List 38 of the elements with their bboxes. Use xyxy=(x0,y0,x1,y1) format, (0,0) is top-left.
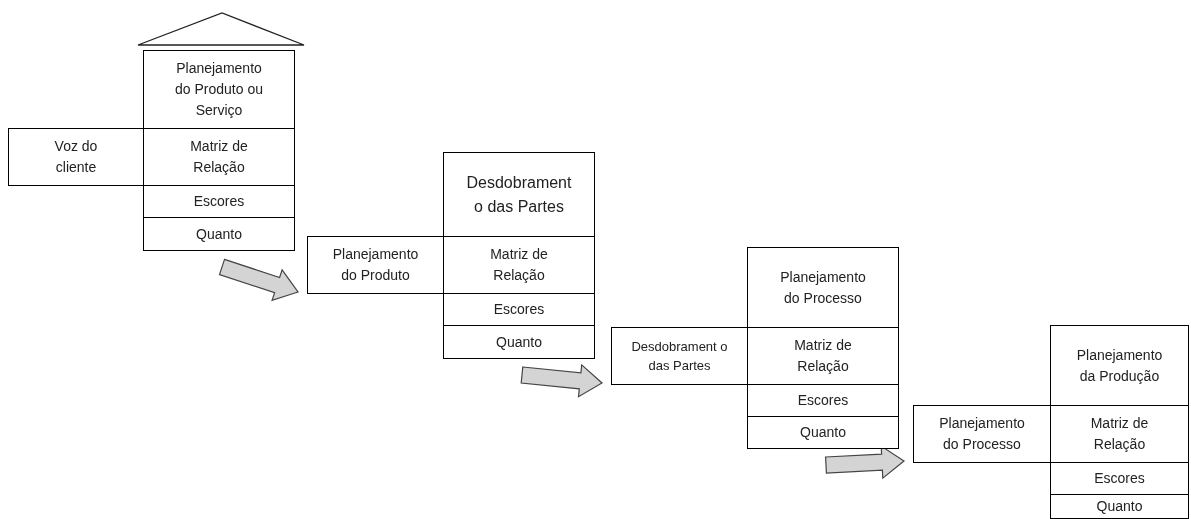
table-cell xyxy=(1050,494,1189,519)
block-arrow xyxy=(218,258,299,302)
cell-text: Quanto xyxy=(1096,497,1143,516)
table-cell xyxy=(913,405,1051,463)
table-cell xyxy=(143,185,295,218)
cell-text: Quanto xyxy=(196,224,242,244)
cell-text: Planejamento da Produção xyxy=(1075,345,1164,386)
table-cell xyxy=(1050,325,1189,406)
table-cell xyxy=(143,50,295,129)
table-cell xyxy=(1050,462,1189,495)
table-cell xyxy=(747,384,899,417)
table-cell xyxy=(443,325,595,359)
table-cell xyxy=(443,293,595,326)
cell-text: Escores xyxy=(1094,469,1145,488)
cell-text: Escores xyxy=(193,192,245,211)
table-cell xyxy=(443,152,595,237)
table-cell xyxy=(307,236,444,294)
cell-text: Matriz de Relação xyxy=(189,137,249,177)
cell-text: Quanto xyxy=(496,332,542,352)
cell-text: Matriz de Relação xyxy=(489,245,549,285)
cell-text: Planejamento do Produto ou Serviço xyxy=(174,59,264,120)
cell-text: Planejamento do Produto xyxy=(331,245,420,285)
table-cell xyxy=(143,217,295,251)
block-arrow xyxy=(520,363,603,398)
cell-text: Matriz de Relação xyxy=(793,336,853,376)
table-cell xyxy=(8,128,144,186)
cell-text: Voz do cliente xyxy=(53,137,99,177)
cell-text: Matriz de Relação xyxy=(1089,414,1150,454)
cell-text: Escores xyxy=(797,391,849,410)
cell-text: Quanto xyxy=(800,423,846,442)
table-cell xyxy=(611,327,748,385)
cell-text: Desdobrament o das Partes xyxy=(630,337,729,375)
cell-text: Planejamento do Processo xyxy=(938,414,1026,454)
cell-text: Planejamento do Processo xyxy=(779,267,867,308)
table-cell xyxy=(747,247,899,328)
cell-text: Escores xyxy=(493,300,545,319)
table-cell xyxy=(747,416,899,449)
cell-text: Desdobrament o das Partes xyxy=(465,172,573,217)
